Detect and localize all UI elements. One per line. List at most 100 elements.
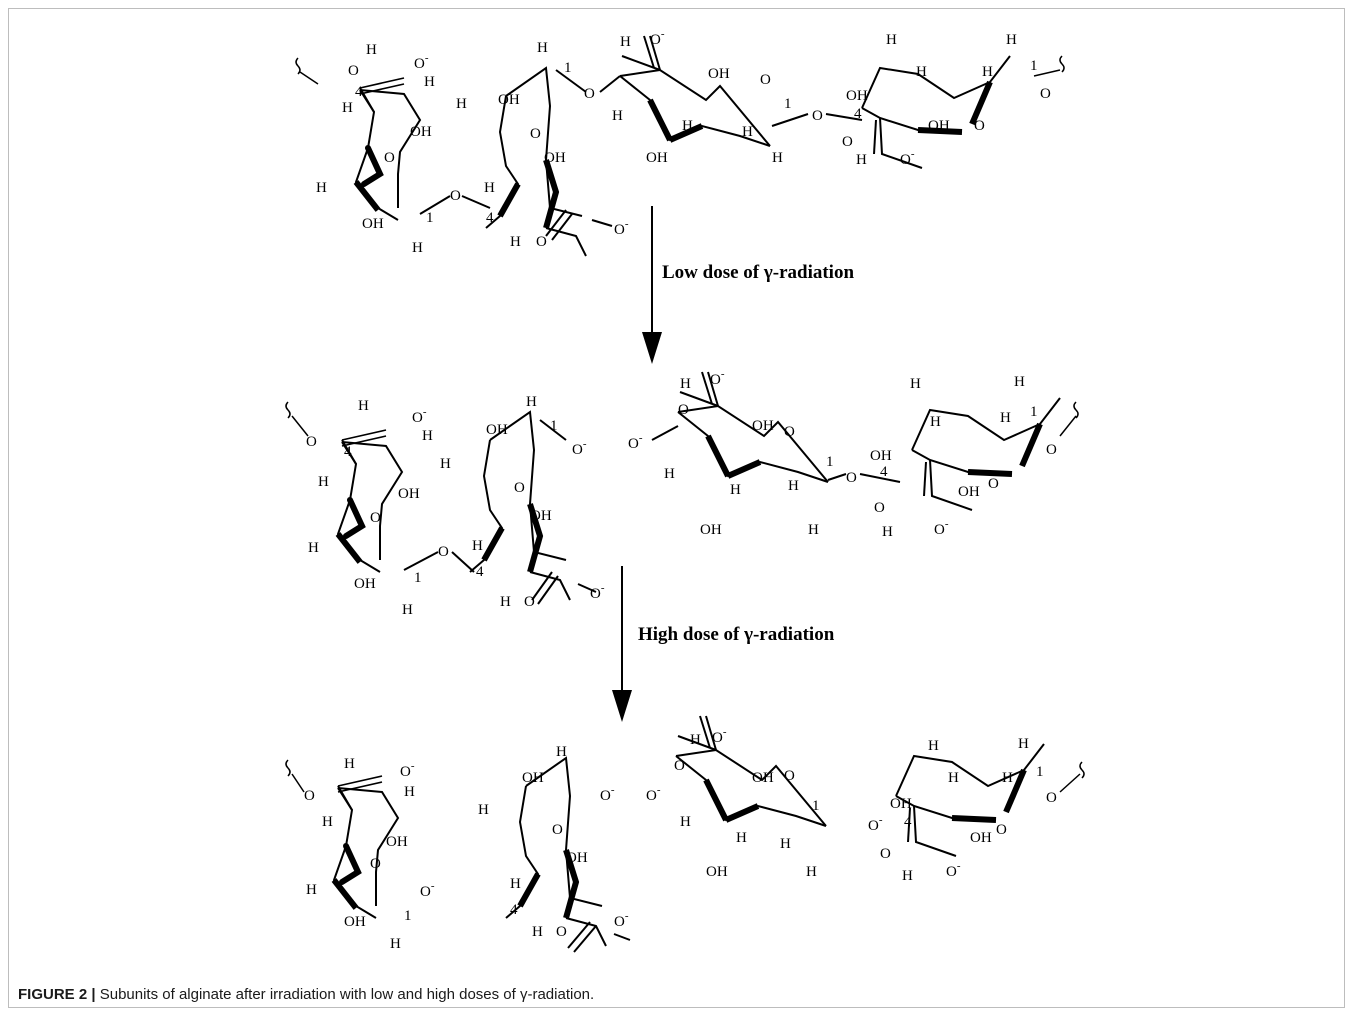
atom-H: H xyxy=(510,234,521,250)
atom-OH: OH xyxy=(928,118,950,134)
atom-OH: OH xyxy=(344,914,366,930)
atom-H: H xyxy=(664,466,675,482)
atom-OH: OH xyxy=(522,770,544,786)
atom-H: H xyxy=(1002,770,1013,786)
atom-O-minus: O- xyxy=(628,432,643,452)
charge-minus: - xyxy=(945,518,949,530)
charge-minus: - xyxy=(657,784,661,796)
atom-O-minus: O- xyxy=(710,368,725,388)
atom-H: H xyxy=(316,180,327,196)
charge-minus: - xyxy=(425,52,429,64)
charge-minus: - xyxy=(583,438,587,450)
atom-O-minus: O- xyxy=(934,518,949,538)
atom-OH: OH xyxy=(890,796,912,812)
chain-intact xyxy=(295,36,1065,256)
atom-H: H xyxy=(772,150,783,166)
atom-H: H xyxy=(886,32,897,48)
charge-minus: - xyxy=(639,432,643,444)
atom-O-minus: O- xyxy=(400,760,415,780)
atom-OH: OH xyxy=(700,522,722,538)
atom-O-minus: O- xyxy=(420,880,435,900)
position-1: 1 xyxy=(812,798,820,814)
atom-O-minus: O- xyxy=(412,406,427,426)
atom-O: O xyxy=(1040,86,1051,102)
atom-O: O xyxy=(584,86,595,102)
atom-H: H xyxy=(910,376,921,392)
atom-OH: OH xyxy=(386,834,408,850)
atom-O-minus: O- xyxy=(590,582,605,602)
atom-O: O xyxy=(880,846,891,862)
atom-OH: OH xyxy=(530,508,552,524)
atom-OH: OH xyxy=(362,216,384,232)
charge-minus: - xyxy=(611,784,615,796)
charge-minus: - xyxy=(957,860,961,872)
atom-OH: OH xyxy=(870,448,892,464)
position-4: 4 xyxy=(476,564,484,580)
charge-minus: - xyxy=(625,218,629,230)
position-1: 1 xyxy=(826,454,834,470)
atom-OH: OH xyxy=(708,66,730,82)
atom-H: H xyxy=(358,398,369,414)
atom-OH: OH xyxy=(970,830,992,846)
position-1: 1 xyxy=(414,570,422,586)
atom-OH: OH xyxy=(498,92,520,108)
atom-OH: OH xyxy=(846,88,868,104)
position-1: 1 xyxy=(564,60,572,76)
charge-minus: - xyxy=(721,368,725,380)
atom-H: H xyxy=(736,830,747,846)
position-1: 1 xyxy=(404,908,412,924)
atom-H: H xyxy=(808,522,819,538)
atom-H: H xyxy=(366,42,377,58)
position-4: 4 xyxy=(880,464,888,480)
chain-after-low-dose xyxy=(285,372,1079,605)
atom-OH: OH xyxy=(486,422,508,438)
atom-H: H xyxy=(982,64,993,80)
atom-H: H xyxy=(440,456,451,472)
caption-label: FIGURE 2 | xyxy=(18,986,96,1003)
low-dose-label: Low dose of γ-radiation xyxy=(662,262,854,283)
atom-H: H xyxy=(472,538,483,554)
atom-OH: OH xyxy=(398,486,420,502)
atom-OH: OH xyxy=(410,124,432,140)
atom-OH: OH xyxy=(544,150,566,166)
atom-H: H xyxy=(402,602,413,618)
atom-O: O xyxy=(450,188,461,204)
atom-O: O xyxy=(524,594,535,610)
atom-O: O xyxy=(556,924,567,940)
atom-H: H xyxy=(882,524,893,540)
atom-H: H xyxy=(308,540,319,556)
charge-minus: - xyxy=(661,28,665,40)
atom-H: H xyxy=(424,74,435,90)
position-4: 4 xyxy=(854,106,862,122)
atom-O: O xyxy=(370,856,381,872)
atom-H: H xyxy=(780,836,791,852)
atom-O: O xyxy=(306,434,317,450)
atom-O: O xyxy=(536,234,547,250)
atom-O: O xyxy=(370,510,381,526)
atom-H: H xyxy=(680,376,691,392)
position-1: 1 xyxy=(1030,404,1038,420)
position-1: 1 xyxy=(426,210,434,226)
atom-H: H xyxy=(916,64,927,80)
charge-minus: - xyxy=(423,406,427,418)
atom-OH: OH xyxy=(646,150,668,166)
charge-minus: - xyxy=(625,910,629,922)
atom-H: H xyxy=(1006,32,1017,48)
low-dose-arrow xyxy=(642,206,662,364)
atom-H: H xyxy=(422,428,433,444)
position-4: 4 xyxy=(904,814,912,830)
atom-H: H xyxy=(318,474,329,490)
atom-O: O xyxy=(842,134,853,150)
position-1: 1 xyxy=(1036,764,1044,780)
atom-H: H xyxy=(928,738,939,754)
high-dose-label: High dose of γ-radiation xyxy=(638,624,835,645)
atom-H: H xyxy=(478,802,489,818)
atom-O-minus: O- xyxy=(414,52,429,72)
atom-H: H xyxy=(902,868,913,884)
atom-OH: OH xyxy=(958,484,980,500)
atom-O: O xyxy=(530,126,541,142)
atom-O-minus: O- xyxy=(614,910,629,930)
atom-O: O xyxy=(514,480,525,496)
atom-OH: OH xyxy=(706,864,728,880)
atom-O: O xyxy=(1046,790,1057,806)
